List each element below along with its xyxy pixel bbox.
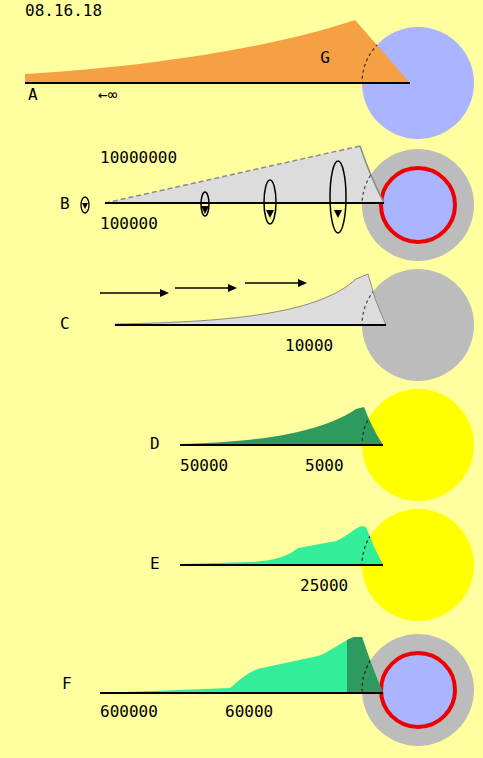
- label: 60000: [225, 704, 273, 720]
- dashed-arc: [362, 634, 474, 746]
- rotation-symbol: [81, 197, 89, 213]
- arrowhead: [82, 203, 88, 209]
- rotation-loop: [264, 180, 276, 224]
- rotation-loop: [330, 161, 346, 233]
- axis-line: [105, 202, 384, 204]
- green-wedge: [100, 637, 383, 693]
- label: E: [150, 556, 160, 572]
- label: C: [60, 316, 70, 332]
- label: B: [60, 196, 70, 212]
- label: D: [150, 436, 160, 452]
- label: 10000000: [100, 150, 177, 166]
- axis-line: [180, 444, 383, 446]
- arrowhead: [160, 289, 169, 297]
- dashed-arc: [362, 149, 474, 261]
- label: 5000: [305, 458, 344, 474]
- flow-arrow: [245, 282, 300, 284]
- arrowhead: [266, 210, 274, 218]
- red-ring-core: [381, 653, 455, 727]
- orange-wedge: [25, 20, 410, 83]
- axis-line: [180, 564, 383, 566]
- dark-green-band: [347, 630, 387, 694]
- green-wedge: [180, 526, 383, 565]
- axis-line: [115, 324, 386, 326]
- gray-sphere: [362, 149, 474, 261]
- region-letter: G: [320, 50, 330, 66]
- label: 100000: [100, 216, 158, 232]
- wedge-region: G: [20, 15, 420, 86]
- red-ring-core: [381, 168, 455, 242]
- dashed-arc: [362, 27, 420, 86]
- rotation-loop: [201, 192, 209, 216]
- arrowhead: [228, 284, 237, 292]
- dark-green-wedge: [180, 407, 383, 445]
- label: ←∞: [98, 87, 117, 103]
- label: 600000: [100, 704, 158, 720]
- label: F: [62, 676, 72, 692]
- flow-arrow: [175, 287, 230, 289]
- flow-arrow: [100, 292, 162, 294]
- label: 25000: [300, 578, 348, 594]
- arrowhead: [334, 210, 342, 218]
- arrowhead: [298, 279, 307, 287]
- gray-wedge: [115, 274, 386, 325]
- label: 50000: [180, 458, 228, 474]
- label: A: [28, 87, 38, 103]
- label: 08.16.18: [25, 3, 102, 19]
- axis-line: [100, 692, 383, 694]
- arrowhead: [201, 206, 209, 214]
- wedge-shape: [20, 15, 420, 86]
- label: 10000: [285, 338, 333, 354]
- axis-line: [25, 82, 410, 84]
